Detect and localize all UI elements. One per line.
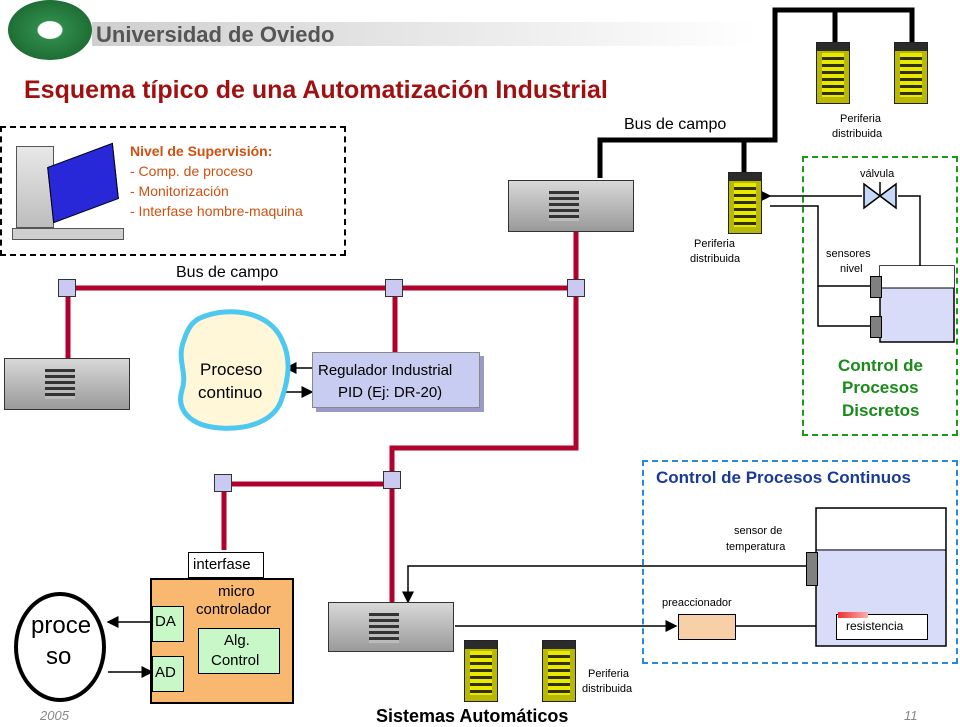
proceso-continuo-label-1: Proceso xyxy=(200,360,263,379)
bus-node xyxy=(58,279,76,297)
proceso-continuo-label-2: continuo xyxy=(198,383,263,402)
discrete-title-1: Control de xyxy=(838,356,923,375)
discrete-control-box xyxy=(802,156,958,436)
periferia-top-label-2: distribuida xyxy=(832,128,883,140)
periferia-bottom-label-1: Periferia xyxy=(588,668,629,680)
process-label-1: proce xyxy=(31,612,92,639)
process-circle xyxy=(14,592,106,702)
micro-title-1: micro xyxy=(218,583,255,600)
level-sensor-label-1: sensores xyxy=(826,248,871,260)
page-title: Esquema típico de una Automatización Ind… xyxy=(24,76,608,104)
ad-box xyxy=(152,656,184,692)
supervision-item-1: - Comp. de proceso xyxy=(130,163,253,179)
process-label-2: so xyxy=(46,643,72,670)
level-sensor-lower xyxy=(870,316,882,338)
bus-label-mid: Bus de campo xyxy=(176,264,279,281)
alg-label-2: Control xyxy=(211,652,260,669)
periferia-module xyxy=(728,172,762,234)
periferia-module xyxy=(816,42,850,104)
discrete-control-lines xyxy=(759,190,926,327)
pid-label-1: Regulador Industrial xyxy=(318,362,453,379)
pid-label-2: PID (Ej: DR-20) xyxy=(338,384,443,401)
periferia-module xyxy=(464,640,498,702)
valve-label: válvula xyxy=(860,168,895,180)
supervision-box xyxy=(0,126,346,256)
computer-icon xyxy=(12,142,124,242)
resistencia-label: resistencia xyxy=(846,619,904,633)
red-field-bus xyxy=(65,232,579,605)
temp-sensor xyxy=(806,552,818,586)
footer-year: 2005 xyxy=(40,708,69,723)
plc-bottom xyxy=(328,602,454,652)
resistencia-heater xyxy=(838,612,868,618)
supervision-item-3: - Interfase hombre-maquina xyxy=(130,203,303,219)
resistencia-box xyxy=(836,614,928,640)
micro-title-2: controlador xyxy=(196,601,272,618)
preaccionador-label: preaccionador xyxy=(662,597,732,609)
discrete-tank-top xyxy=(880,266,954,288)
bus-node xyxy=(385,279,403,297)
header-bar xyxy=(92,22,758,46)
periferia-module xyxy=(542,640,576,702)
pid-regulator-box xyxy=(312,352,480,408)
level-sensor-label-2: nivel xyxy=(840,263,863,275)
ad-label: AD xyxy=(155,664,176,681)
bus-label-top: Bus de campo xyxy=(624,116,727,133)
da-label: DA xyxy=(155,613,176,630)
bus-node xyxy=(214,474,232,492)
bus-node xyxy=(383,471,401,489)
periferia-module xyxy=(894,42,928,104)
alg-label-1: Alg. xyxy=(224,632,250,649)
continuous-tank-top xyxy=(817,509,945,549)
discrete-title-3: Discretos xyxy=(842,401,920,420)
preaccionador-box xyxy=(678,614,736,640)
supervision-heading: Nivel de Supervisión: xyxy=(130,143,273,159)
process-blob-shape xyxy=(178,309,291,431)
periferia-mid-label-1: Periferia xyxy=(694,238,735,250)
temp-sensor-label-1: sensor de xyxy=(734,525,783,537)
footer-course: Sistemas Automáticos xyxy=(376,706,569,726)
continuous-control-box xyxy=(642,460,958,664)
plc-top xyxy=(508,180,634,232)
black-field-bus xyxy=(597,7,915,178)
valve-icon xyxy=(863,182,897,210)
footer-page: 11 xyxy=(904,708,918,723)
periferia-mid-label-2: distribuida xyxy=(690,253,741,265)
periferia-top-label-1: Periferia xyxy=(840,113,881,125)
bus-node xyxy=(567,279,585,297)
periferia-bottom-label-2: distribuida xyxy=(582,683,633,695)
interfase-label: interfase xyxy=(193,556,251,573)
university-name: Universidad de Oviedo xyxy=(96,22,335,47)
university-logo xyxy=(8,0,92,60)
plc-left xyxy=(4,358,130,410)
da-box xyxy=(152,606,184,642)
discrete-title-2: Procesos xyxy=(842,378,919,397)
interfase-box xyxy=(188,552,264,578)
temp-sensor-label-2: temperatura xyxy=(726,541,786,553)
level-sensor-upper xyxy=(870,276,882,298)
alg-control-box xyxy=(198,628,280,674)
supervision-item-2: - Monitorización xyxy=(130,183,229,199)
continuous-title: Control de Procesos Continuos xyxy=(656,468,912,487)
